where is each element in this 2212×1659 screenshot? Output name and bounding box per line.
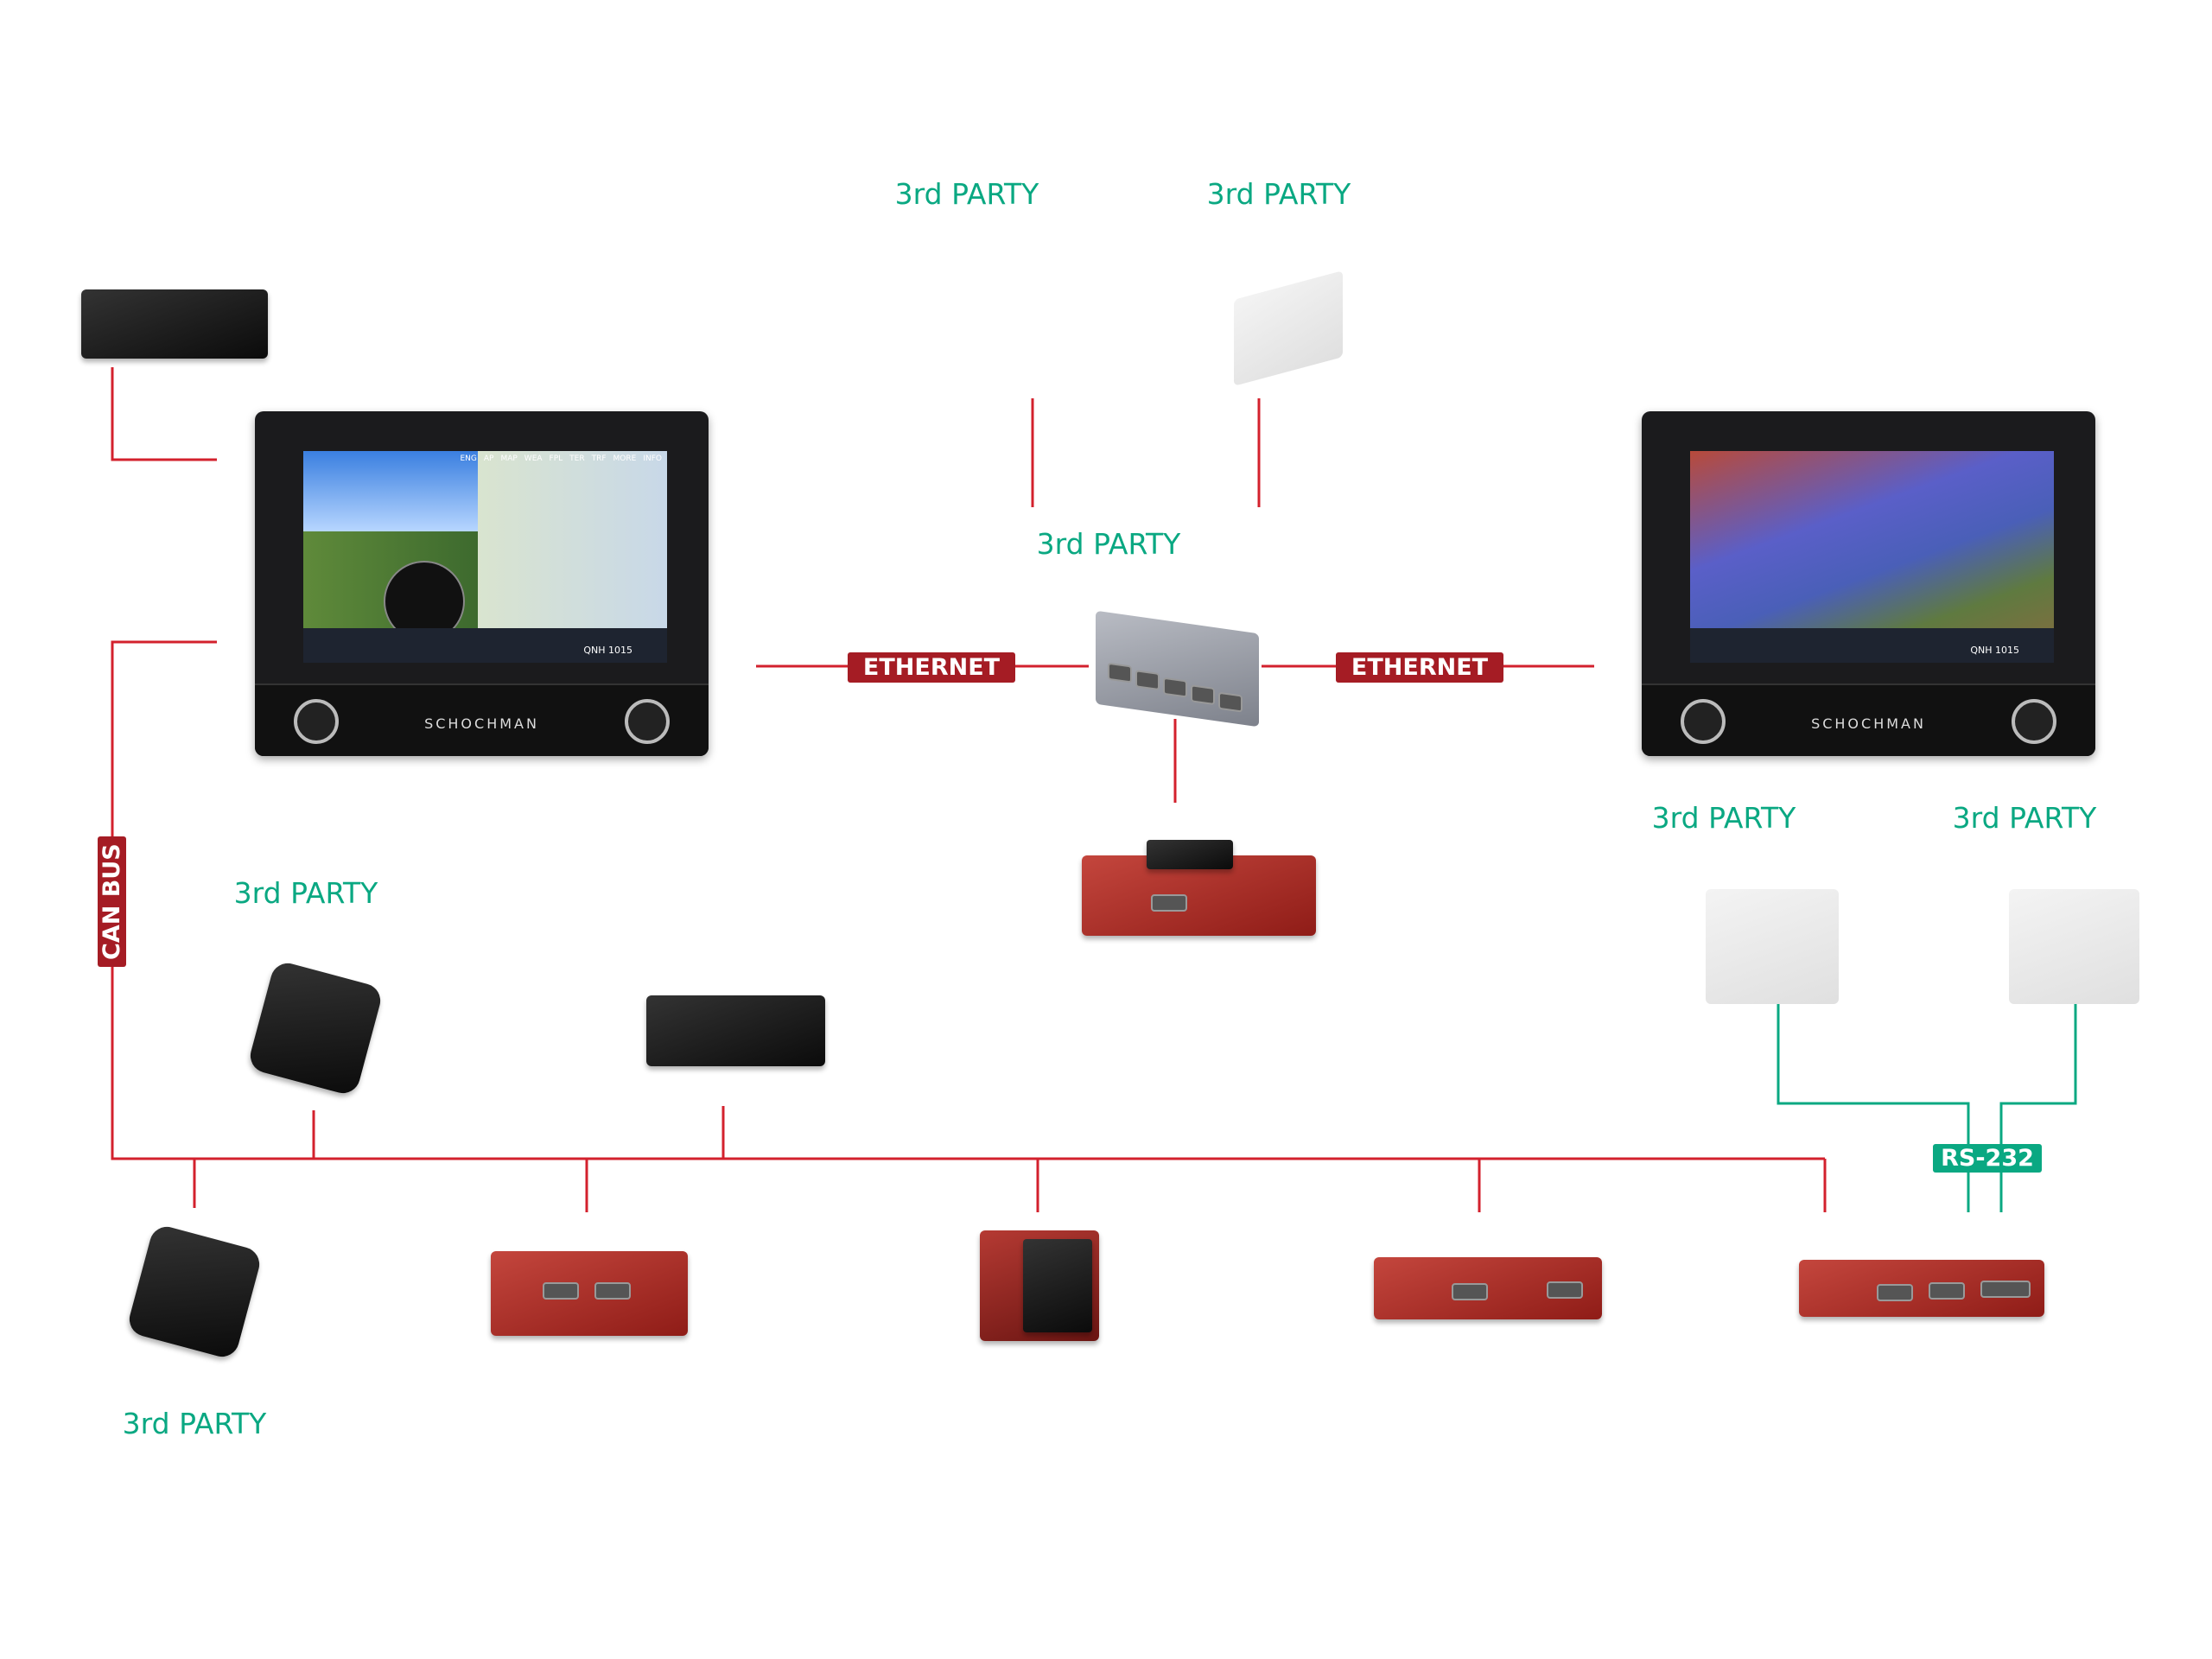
- right-knob[interactable]: [2012, 699, 2056, 744]
- gps-module: [81, 289, 268, 359]
- third-party-label: 3rd PARTY: [233, 876, 378, 910]
- menu-tab[interactable]: TER: [569, 454, 585, 463]
- db-connector: [1929, 1282, 1965, 1300]
- qnh-label: QNH: [1970, 645, 1993, 656]
- menu-tab[interactable]: INFO: [643, 454, 662, 463]
- can-bus-tag: CAN BUS: [98, 836, 126, 967]
- third-party-label: 3rd PARTY: [894, 177, 1039, 211]
- third-party-instrument: [2009, 889, 2139, 1004]
- menu-tab[interactable]: TRF: [591, 454, 607, 463]
- engine-strip: [1690, 628, 2054, 663]
- ethernet-port: [1108, 662, 1132, 683]
- engine-strip: [303, 628, 667, 663]
- qnh-value: 1015: [608, 645, 632, 656]
- left-knob[interactable]: [1681, 699, 1726, 744]
- left-knob[interactable]: [294, 699, 339, 744]
- connector: [543, 1282, 579, 1300]
- rs232-line: [1777, 1004, 1970, 1212]
- serial-interface-module: [1799, 1260, 2044, 1317]
- ethernet-port: [1163, 677, 1187, 698]
- rs232-tag: RS-232: [1933, 1144, 2042, 1173]
- ethernet-port: [1218, 691, 1243, 713]
- control-panel-module: [980, 1230, 1099, 1341]
- menu-tab[interactable]: ENG: [460, 454, 477, 463]
- ethernet-tag: ETHERNET: [1336, 652, 1503, 683]
- efis-screen: ENG AP MAP WEA FPL TER TRF MORE INFO QNH…: [303, 451, 667, 663]
- third-party-label: 3rd PARTY: [122, 1407, 267, 1440]
- db-connector: [1547, 1281, 1583, 1299]
- qnh-readout: QNH 1015: [583, 645, 632, 656]
- brand-logo: SCHOCHMAN: [424, 715, 539, 732]
- qnh-readout: QNH 1015: [1970, 645, 2019, 656]
- third-party-instrument: [1706, 889, 1839, 1004]
- qnh-value: 1015: [1995, 645, 2019, 656]
- menu-tab[interactable]: FPL: [549, 454, 563, 463]
- io-module: [491, 1251, 688, 1336]
- panel-face: [1023, 1239, 1092, 1332]
- ethernet-tag: ETHERNET: [848, 652, 1015, 683]
- db9-connector: [1151, 894, 1187, 912]
- menu-tab[interactable]: MAP: [500, 454, 518, 463]
- ethernet-port: [1135, 670, 1160, 691]
- sky: [303, 451, 479, 532]
- synthetic-vision-screen: QNH 1015: [1690, 451, 2054, 663]
- rs232-line: [1999, 1004, 2077, 1212]
- db-connector: [1452, 1283, 1488, 1300]
- ethernet-port: [1191, 684, 1215, 706]
- db-connector: [1877, 1284, 1913, 1301]
- screen-menu: ENG AP MAP WEA FPL TER TRF MORE INFO: [460, 454, 662, 463]
- brand-logo: SCHOCHMAN: [1811, 715, 1926, 732]
- menu-tab[interactable]: AP: [483, 454, 494, 463]
- third-party-label: 3rd PARTY: [1036, 527, 1181, 561]
- connector: [594, 1282, 631, 1300]
- fan-heatsink: [1147, 840, 1233, 869]
- db-connector: [1980, 1281, 2031, 1298]
- primary-display: ENG AP MAP WEA FPL TER TRF MORE INFO QNH…: [255, 411, 709, 756]
- menu-tab[interactable]: MORE: [613, 454, 637, 463]
- interface-module: [1374, 1257, 1602, 1319]
- third-party-label: 3rd PARTY: [1651, 801, 1796, 835]
- secondary-display: QNH 1015 SCHOCHMAN: [1642, 411, 2095, 756]
- right-knob[interactable]: [625, 699, 670, 744]
- menu-tab[interactable]: WEA: [524, 454, 543, 463]
- qnh-label: QNH: [583, 645, 606, 656]
- third-party-label: 3rd PARTY: [1206, 177, 1351, 211]
- computer-unit: [1082, 840, 1316, 936]
- black-module: [646, 995, 825, 1066]
- third-party-label: 3rd PARTY: [1952, 801, 2097, 835]
- gps-link: [111, 367, 217, 461]
